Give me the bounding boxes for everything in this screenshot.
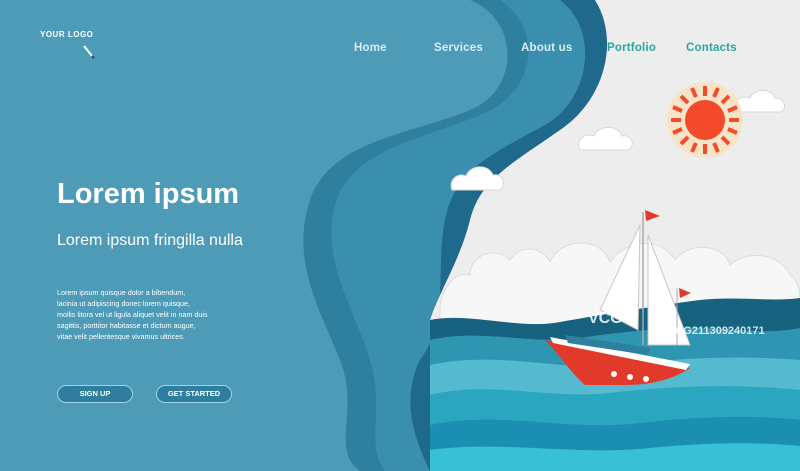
hero-body-text: Lorem ipsum quisque dolor a bibendum, la… (57, 287, 247, 342)
hero-title: Lorem ipsum (57, 178, 240, 210)
sun-icon (667, 82, 743, 158)
hero-subtitle: Lorem ipsum fringilla nulla (57, 232, 243, 249)
nav-home[interactable]: Home (354, 42, 387, 54)
watermark-id: VCG211309240171 (668, 325, 765, 337)
hero-body-line: sagittis, porttitor habitasse et dictum … (57, 321, 196, 330)
hero-body-line: Lorem ipsum quisque dolor a bibendum, (57, 288, 186, 297)
nav-about-us[interactable]: About us (521, 42, 573, 54)
hero-body-line: lacinia ut adipiscing donec lorem quisqu… (57, 299, 191, 308)
nav-portfolio[interactable]: Portfolio (607, 42, 657, 54)
get-started-button[interactable]: GET STARTED (156, 385, 232, 403)
logo-text[interactable]: YOUR LOGO (40, 30, 94, 39)
sailboat-icon (545, 210, 691, 385)
nav-contacts[interactable]: Contacts (686, 42, 737, 54)
hero-body-line: vitae velit pellentesque vivamus ultrice… (57, 332, 185, 341)
watermark-logo: VCG (588, 310, 623, 327)
pen-logo-icon (83, 45, 95, 59)
nav-services[interactable]: Services (434, 42, 483, 54)
sign-up-button[interactable]: SIGN UP (57, 385, 133, 403)
hero-body-line: mollis litora vel ut ligula aliquet veli… (57, 310, 208, 319)
